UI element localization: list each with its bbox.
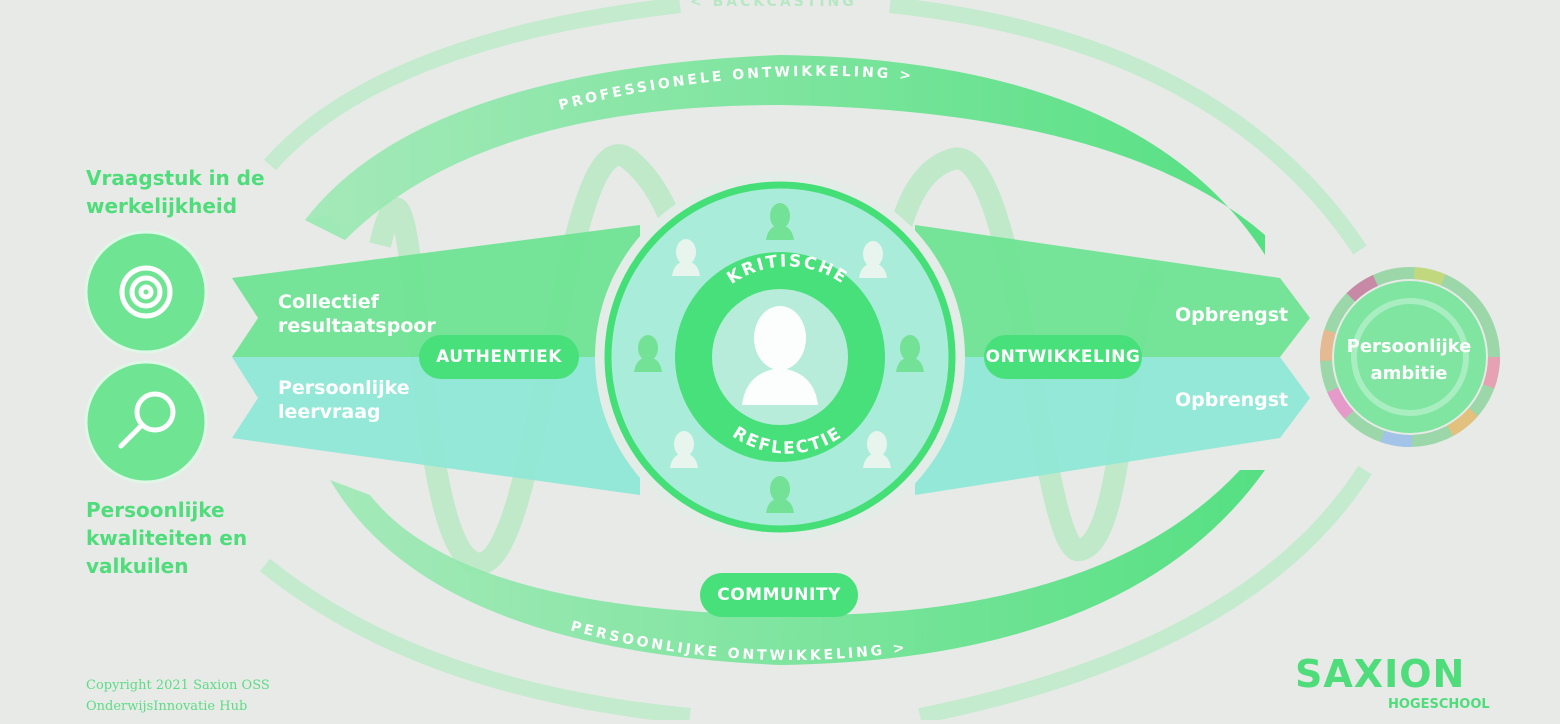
target-circle [84,230,208,354]
saxion-logo-sub: HOGESCHOOL [1388,697,1490,712]
left-top-heading: Vraagstuk in de werkelijkheid [86,166,265,218]
person-icon [859,241,887,278]
community-pill: COMMUNITY [700,573,858,617]
ambition-circle [1320,267,1500,447]
input-bands [232,225,640,495]
copyright-line-2: OnderwijsInnovatie Hub [86,699,248,714]
left-bottom-heading: Persoonlijke kwaliteiten en valkuilen [86,498,248,578]
person-icon [766,476,794,513]
copyright: Copyright 2021 Saxion OSS OnderwijsInnov… [86,675,270,717]
person-icon [896,335,924,372]
outer-ellipse [259,0,1372,724]
saxion-logo: SAXION [1295,652,1466,696]
magnifier-circle [84,360,208,484]
ontwikkeling-pill: ONTWIKKELING [984,335,1142,379]
person-icon [863,431,891,468]
backcasting-label: < BACKCASTING [690,0,857,10]
magnifier-icon [118,391,176,449]
community-persons [634,203,924,513]
output-top-label: Opbrengst [1175,304,1289,326]
person-icon [672,239,700,276]
person-icon [670,431,698,468]
person-icon [634,335,662,372]
bottom-arc [330,470,1265,665]
authentiek-pill: AUTHENTIEK [419,335,579,379]
output-bands [915,225,1310,495]
copyright-line-1: Copyright 2021 Saxion OSS [86,678,270,693]
band-bottom-text: Persoonlijke leervraag [278,377,410,423]
ambition-label: Persoonlijke ambitie [1346,336,1472,384]
person-icon [742,306,818,405]
person-icon [766,203,794,240]
output-bottom-label: Opbrengst [1175,389,1289,411]
top-arc [305,55,1265,255]
band-top-text: Collectief resultaatspoor [278,291,436,337]
target-icon [119,265,173,319]
